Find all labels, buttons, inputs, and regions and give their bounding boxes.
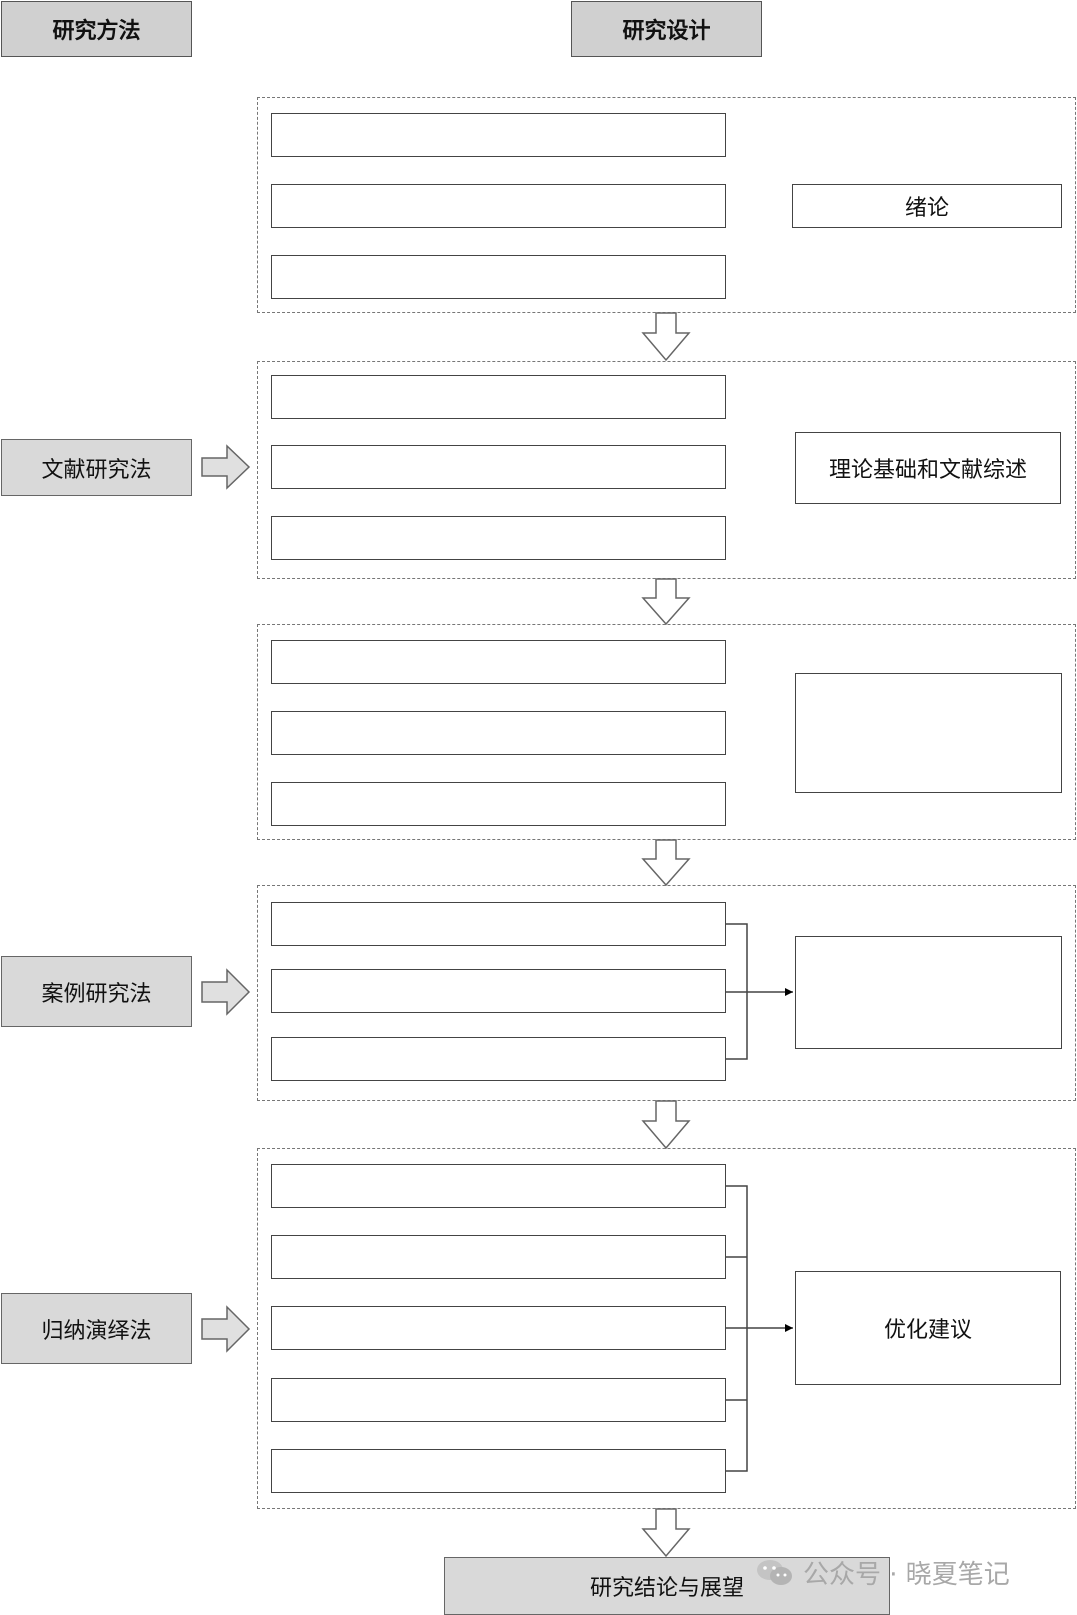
down-arrow-1 — [641, 312, 691, 362]
stage-3-bar-3 — [271, 782, 726, 826]
stage-2-bar-1 — [271, 375, 726, 419]
down-arrow-3 — [641, 839, 691, 887]
stage-3-bar-1 — [271, 640, 726, 684]
down-arrow-2 — [641, 578, 691, 626]
stage-3-bar-2 — [271, 711, 726, 755]
stage-2-label: 理论基础和文献综述 — [795, 432, 1061, 504]
watermark-text: 公众号 · 晓夏笔记 — [803, 1560, 1010, 1590]
method-induction-deduction: 归纳演绎法 — [1, 1293, 192, 1364]
stage-5-bar-4 — [271, 1378, 726, 1422]
stage-1-bar-3 — [271, 255, 726, 299]
stage-1-bar-1 — [271, 113, 726, 157]
header-research-design: 研究设计 — [571, 1, 762, 57]
method-literature-research: 文献研究法 — [1, 439, 192, 496]
stage-4-label — [795, 936, 1062, 1049]
method-case-study: 案例研究法 — [1, 956, 192, 1027]
header-research-methods: 研究方法 — [1, 1, 192, 57]
stage-1-label: 绪论 — [792, 184, 1062, 228]
stage-3-label — [795, 673, 1062, 793]
stage-5-bar-2 — [271, 1235, 726, 1279]
stage-4-bar-2 — [271, 969, 726, 1013]
stage-1-bar-2 — [271, 184, 726, 228]
right-arrow-method-2 — [201, 968, 251, 1016]
final-conclusion-box: 研究结论与展望 — [444, 1557, 890, 1615]
right-arrow-method-1 — [201, 444, 251, 490]
watermark: 公众号 · 晓夏笔记 — [755, 1554, 1010, 1591]
stage-2-bar-2 — [271, 445, 726, 489]
down-arrow-4 — [641, 1100, 691, 1150]
stage-4-bar-1 — [271, 902, 726, 946]
down-arrow-5 — [641, 1508, 691, 1558]
stage-4-bar-3 — [271, 1037, 726, 1081]
stage-5-bar-5 — [271, 1449, 726, 1493]
stage-2-bar-3 — [271, 516, 726, 560]
right-arrow-method-3 — [201, 1305, 251, 1353]
stage-5-label: 优化建议 — [795, 1271, 1061, 1385]
stage-5-bar-3 — [271, 1306, 726, 1350]
wechat-icon — [755, 1558, 795, 1588]
stage-5-bar-1 — [271, 1164, 726, 1208]
